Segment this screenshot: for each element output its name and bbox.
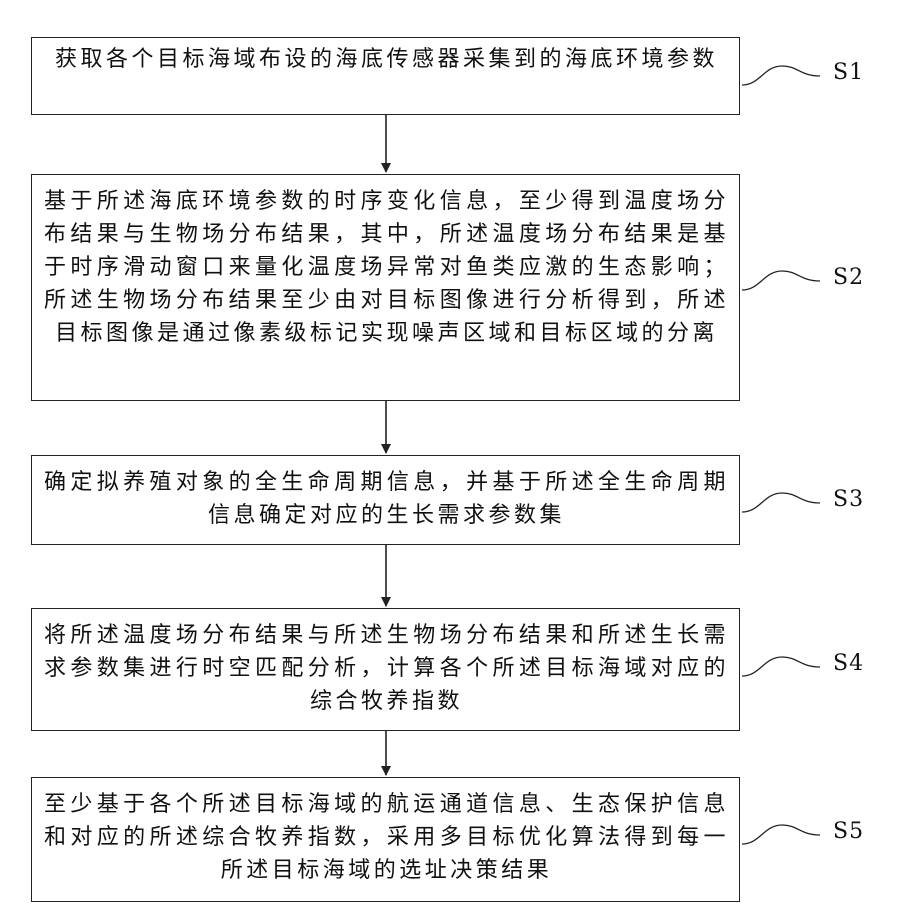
step-text-s2: 基于所述海底环境参数的时序变化信息，至少得到温度场分布结果与生物场分布结果，其中… (44, 189, 729, 346)
leader-line-s5 (742, 825, 820, 844)
step-box-s4: 将所述温度场分布结果与所述生物场分布结果和所述生长需求参数集进行时空匹配分析，计… (31, 608, 740, 731)
step-text-s3: 确定拟养殖对象的全生命周期信息，并基于所述全生命周期信息确定对应的生长需求参数集 (44, 470, 729, 528)
leader-line-s3 (742, 493, 820, 512)
step-box-s2: 基于所述海底环境参数的时序变化信息，至少得到温度场分布结果与生物场分布结果，其中… (31, 174, 740, 401)
leader-line-s4 (742, 657, 820, 676)
step-text-s1: 获取各个目标海域布设的海底传感器采集到的海底环境参数 (55, 47, 718, 72)
leader-line-s1 (742, 66, 820, 85)
step-label-s4: S4 (833, 651, 864, 676)
leader-line-s2 (742, 271, 820, 290)
step-box-s1: 获取各个目标海域布设的海底传感器采集到的海底环境参数 (31, 37, 740, 115)
step-box-s3: 确定拟养殖对象的全生命周期信息，并基于所述全生命周期信息确定对应的生长需求参数集 (31, 455, 740, 545)
step-label-s2: S2 (833, 265, 864, 290)
step-text-s4: 将所述温度场分布结果与所述生物场分布结果和所述生长需求参数集进行时空匹配分析，计… (44, 623, 729, 714)
step-label-s1: S1 (833, 60, 864, 85)
step-label-s3: S3 (833, 487, 864, 512)
step-text-s5: 至少基于各个所述目标海域的航运通道信息、生态保护信息和对应的所述综合牧养指数，采… (44, 792, 729, 883)
step-label-s5: S5 (833, 819, 864, 844)
step-box-s5: 至少基于各个所述目标海域的航运通道信息、生态保护信息和对应的所述综合牧养指数，采… (31, 777, 740, 902)
